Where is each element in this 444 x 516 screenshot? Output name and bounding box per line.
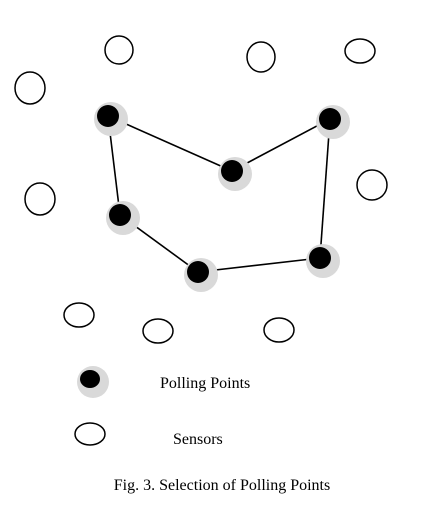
tour-edge [107,115,233,172]
sensor-node [142,318,174,344]
sensor-node [263,317,295,343]
sensor-node [356,169,388,201]
polling-point-node [218,157,252,191]
sensor-node [63,302,95,328]
figure-caption: Fig. 3. Selection of Polling Points [113,477,331,494]
tour-edge [231,118,331,172]
sensor-node [344,38,376,64]
polling-point-node [184,258,218,292]
legend-sensor-icon [74,422,106,446]
sensor-node [24,182,56,216]
polling-point-node [306,244,340,278]
tour-edge [197,257,321,273]
polling-point-node [94,102,128,136]
legend [74,366,109,446]
tour-edge [319,118,331,259]
polling-point-nodes [94,102,350,292]
polling-point-node [106,201,140,235]
polling-point-node [316,105,350,139]
legend-sensors-label: Sensors [173,431,223,448]
sensor-node [14,71,46,105]
legend-polling-point-icon [77,366,109,398]
sensor-nodes [14,35,388,344]
sensor-node [104,35,134,65]
polling-tour-path [107,115,331,273]
sensor-node [246,41,276,73]
legend-polling-points-label: Polling Points [160,375,251,392]
